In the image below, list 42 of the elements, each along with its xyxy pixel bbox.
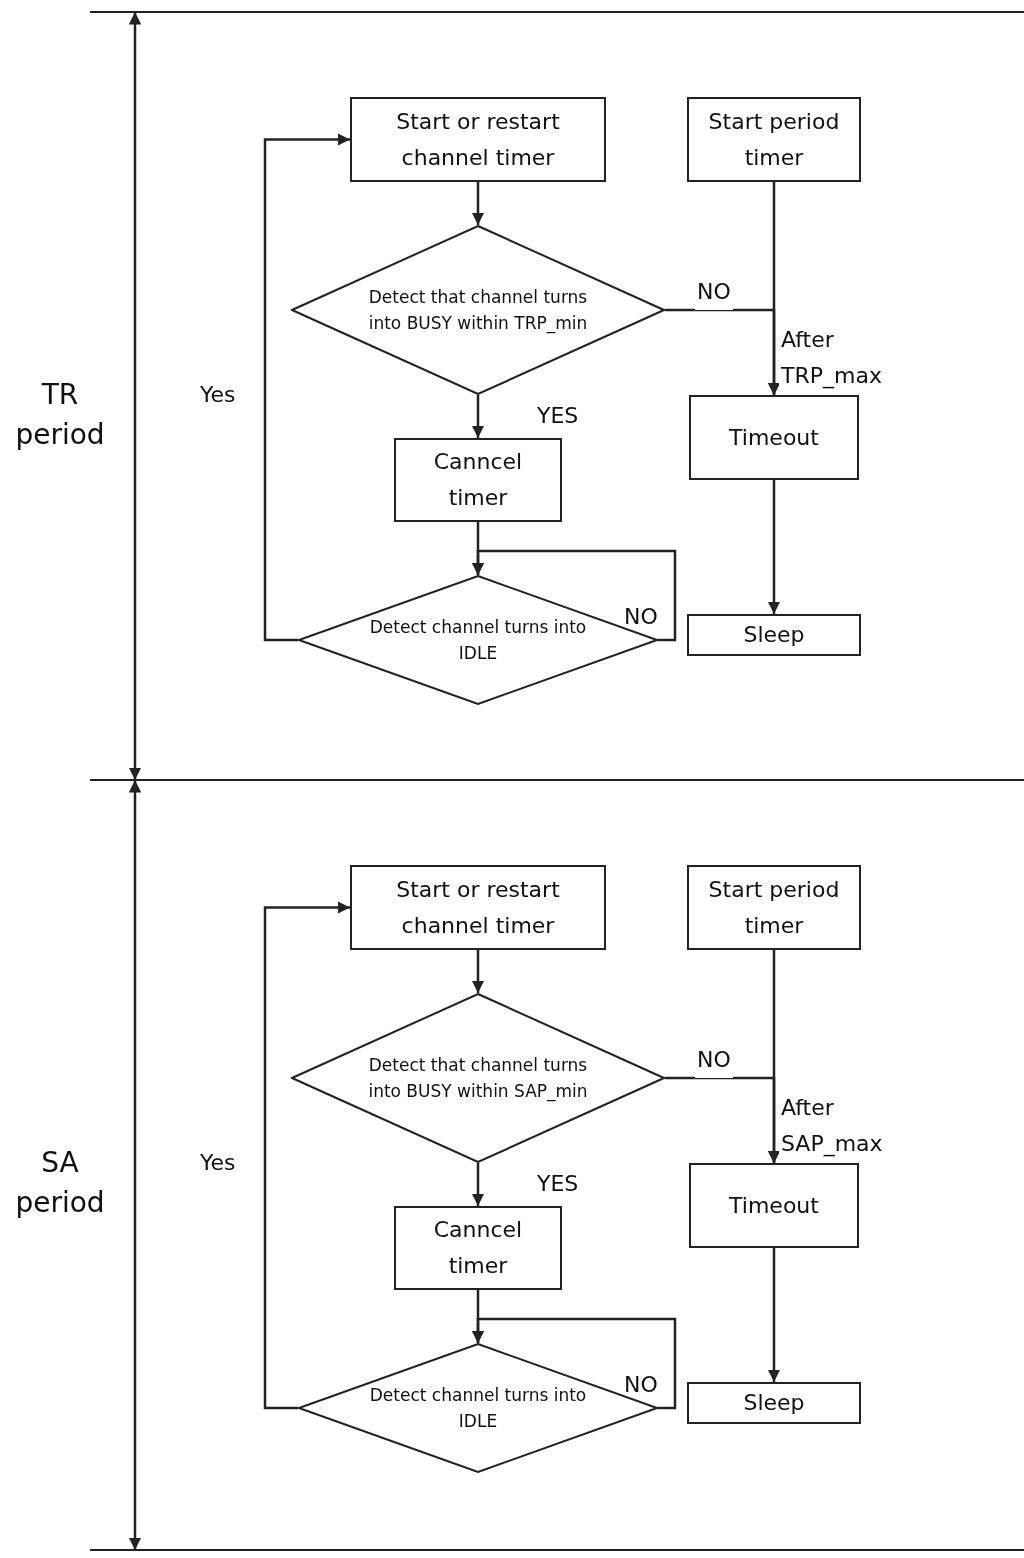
- process-box: [689, 1163, 859, 1248]
- node-text: Detect that channel turns into BUSY within TRP_min: [367, 286, 589, 336]
- node-text: Start period timer: [707, 875, 841, 940]
- arrow: [471, 950, 485, 993]
- process-box: [687, 97, 861, 182]
- node-text: Start period timer: [707, 107, 841, 172]
- arrow: [263, 901, 350, 1410]
- arrow: [767, 1248, 781, 1382]
- arrow: [767, 480, 781, 614]
- arrow: [263, 133, 350, 642]
- period-label: TR period: [14, 377, 106, 453]
- process-box: [394, 438, 562, 522]
- node-text: Canncel timer: [432, 1216, 524, 1280]
- process-box: [689, 395, 859, 480]
- node-text: Start or restart channel timer: [395, 107, 561, 172]
- process-box: [350, 97, 606, 182]
- node-text: Detect channel turns into IDLE: [368, 616, 588, 665]
- process-box: [687, 865, 861, 950]
- node-text: Detect that channel turns into BUSY within SAP_min: [367, 1054, 589, 1104]
- process-box: [350, 865, 606, 950]
- node-text: Sleep: [743, 621, 805, 649]
- arrow: [767, 182, 781, 395]
- node-text: Start or restart channel timer: [395, 875, 561, 940]
- process-box: [687, 614, 861, 656]
- arrow: [471, 182, 485, 225]
- decision-diamond: [291, 993, 665, 1163]
- arrow: [767, 950, 781, 1163]
- period-label: SA period: [14, 1145, 106, 1221]
- node-text: Timeout: [729, 1191, 819, 1220]
- arrow: [471, 549, 677, 642]
- decision-diamond: [291, 225, 665, 395]
- decision-diamond: [298, 1343, 658, 1473]
- node-text: Sleep: [743, 1389, 805, 1417]
- decision-diamond: [298, 575, 658, 705]
- arrow: [471, 1163, 485, 1206]
- node-text: Timeout: [729, 423, 819, 452]
- process-box: [394, 1206, 562, 1290]
- arrow: [471, 1317, 677, 1410]
- node-text: Detect channel turns into IDLE: [368, 1384, 588, 1433]
- arrow: [471, 395, 485, 438]
- node-text: Canncel timer: [432, 448, 524, 512]
- process-box: [687, 1382, 861, 1424]
